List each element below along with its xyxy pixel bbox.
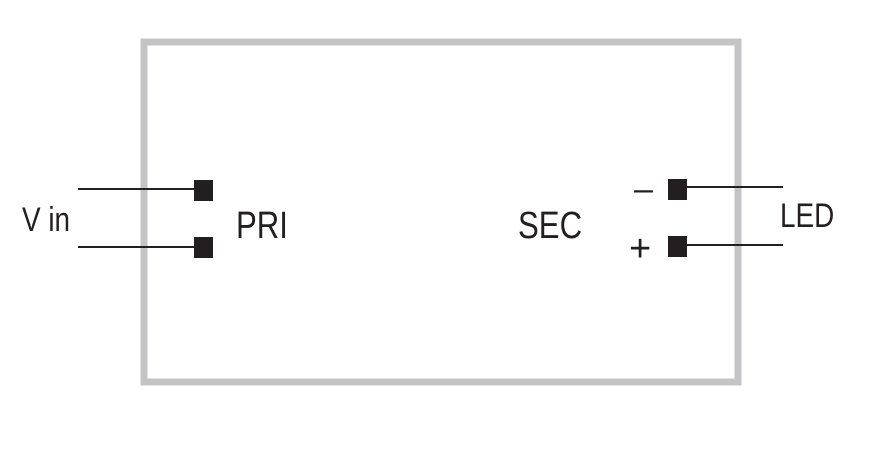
secondary-label: SEC xyxy=(518,205,583,247)
primary-terminal-bottom xyxy=(194,237,213,258)
negative-polarity-label: – xyxy=(634,170,653,208)
positive-polarity-label: + xyxy=(629,228,652,270)
primary-label: PRI xyxy=(236,205,288,247)
primary-terminal-top xyxy=(194,180,213,201)
input-voltage-label: V in xyxy=(22,201,71,239)
led-output-label: LED xyxy=(780,197,835,235)
secondary-terminal-negative xyxy=(668,179,687,200)
secondary-terminal-positive xyxy=(668,236,687,257)
driver-enclosure xyxy=(140,38,742,386)
